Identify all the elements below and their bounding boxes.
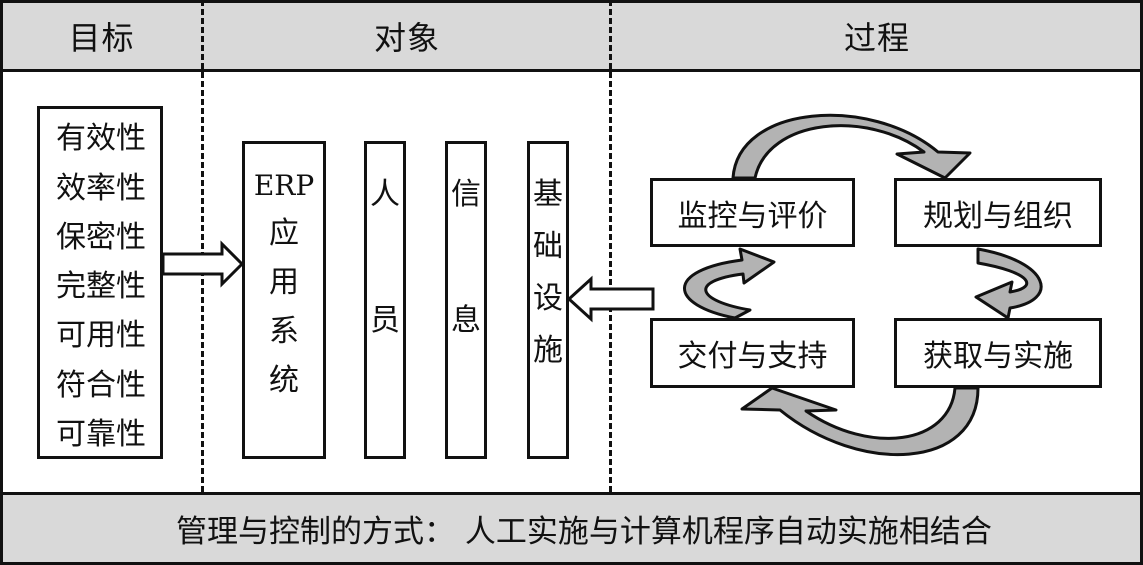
object-column-header: 对象 bbox=[373, 19, 440, 57]
people-label: 人 员 bbox=[364, 180, 406, 336]
process-monitor-box: 监控与评价 bbox=[650, 178, 855, 247]
right-cycle-arrow bbox=[974, 247, 1043, 320]
goals-to-erp-arrow bbox=[161, 240, 245, 288]
erp-char: 用 bbox=[269, 265, 299, 300]
erp-title: ERP bbox=[253, 169, 315, 202]
goal-item: 完整性 bbox=[56, 269, 146, 304]
infrastructure-char: 设 bbox=[533, 281, 563, 316]
people-char: 员 bbox=[370, 303, 400, 338]
process-deliver-box: 交付与支持 bbox=[650, 318, 855, 388]
process-plan-box: 规划与组织 bbox=[894, 178, 1102, 247]
infrastructure-char: 基 bbox=[533, 177, 563, 212]
erp-label: ERP 应 用 系 统 bbox=[242, 172, 326, 396]
goal-item: 符合性 bbox=[56, 367, 146, 403]
erp-char: 系 bbox=[269, 314, 299, 349]
goal-item: 保密性 bbox=[56, 219, 146, 255]
erp-char: 应 bbox=[269, 216, 299, 251]
information-box bbox=[445, 141, 487, 459]
process-acquire-box: 获取与实施 bbox=[894, 318, 1102, 388]
people-box bbox=[364, 141, 406, 459]
information-label: 信 息 bbox=[445, 180, 487, 336]
goal-item: 可靠性 bbox=[56, 416, 146, 452]
bottom-cycle-arrow bbox=[740, 386, 980, 457]
erp-char: 统 bbox=[269, 363, 299, 398]
header-band bbox=[0, 0, 1143, 72]
infrastructure-label: 基 础 设 施 bbox=[527, 180, 569, 366]
goals-box bbox=[37, 106, 163, 459]
footer-text: 管理与控制的方式： 人工实施与计算机程序自动实施相结合 bbox=[176, 514, 992, 550]
left-cycle-arrow bbox=[683, 247, 776, 320]
goal-item: 可用性 bbox=[56, 318, 146, 354]
infrastructure-char: 础 bbox=[533, 229, 563, 264]
top-cycle-arrow bbox=[731, 113, 972, 180]
goal-item: 效率性 bbox=[56, 170, 146, 206]
process-to-infrastructure-arrow bbox=[566, 275, 655, 323]
process-column-header: 过程 bbox=[843, 19, 910, 57]
goal-item: 有效性 bbox=[56, 121, 146, 157]
information-char: 息 bbox=[451, 303, 481, 338]
footer-band bbox=[0, 492, 1143, 565]
information-char: 信 bbox=[451, 177, 481, 212]
goal-object-divider bbox=[201, 0, 204, 492]
object-process-divider bbox=[609, 0, 612, 492]
erp-box bbox=[242, 141, 326, 459]
infrastructure-char: 施 bbox=[533, 333, 563, 368]
goal-column-header: 目标 bbox=[68, 19, 135, 57]
infrastructure-box bbox=[527, 141, 569, 459]
people-char: 人 bbox=[370, 177, 400, 212]
goals-list: 有效性 效率性 保密性 完整性 可用性 符合性 可靠性 bbox=[40, 108, 162, 458]
